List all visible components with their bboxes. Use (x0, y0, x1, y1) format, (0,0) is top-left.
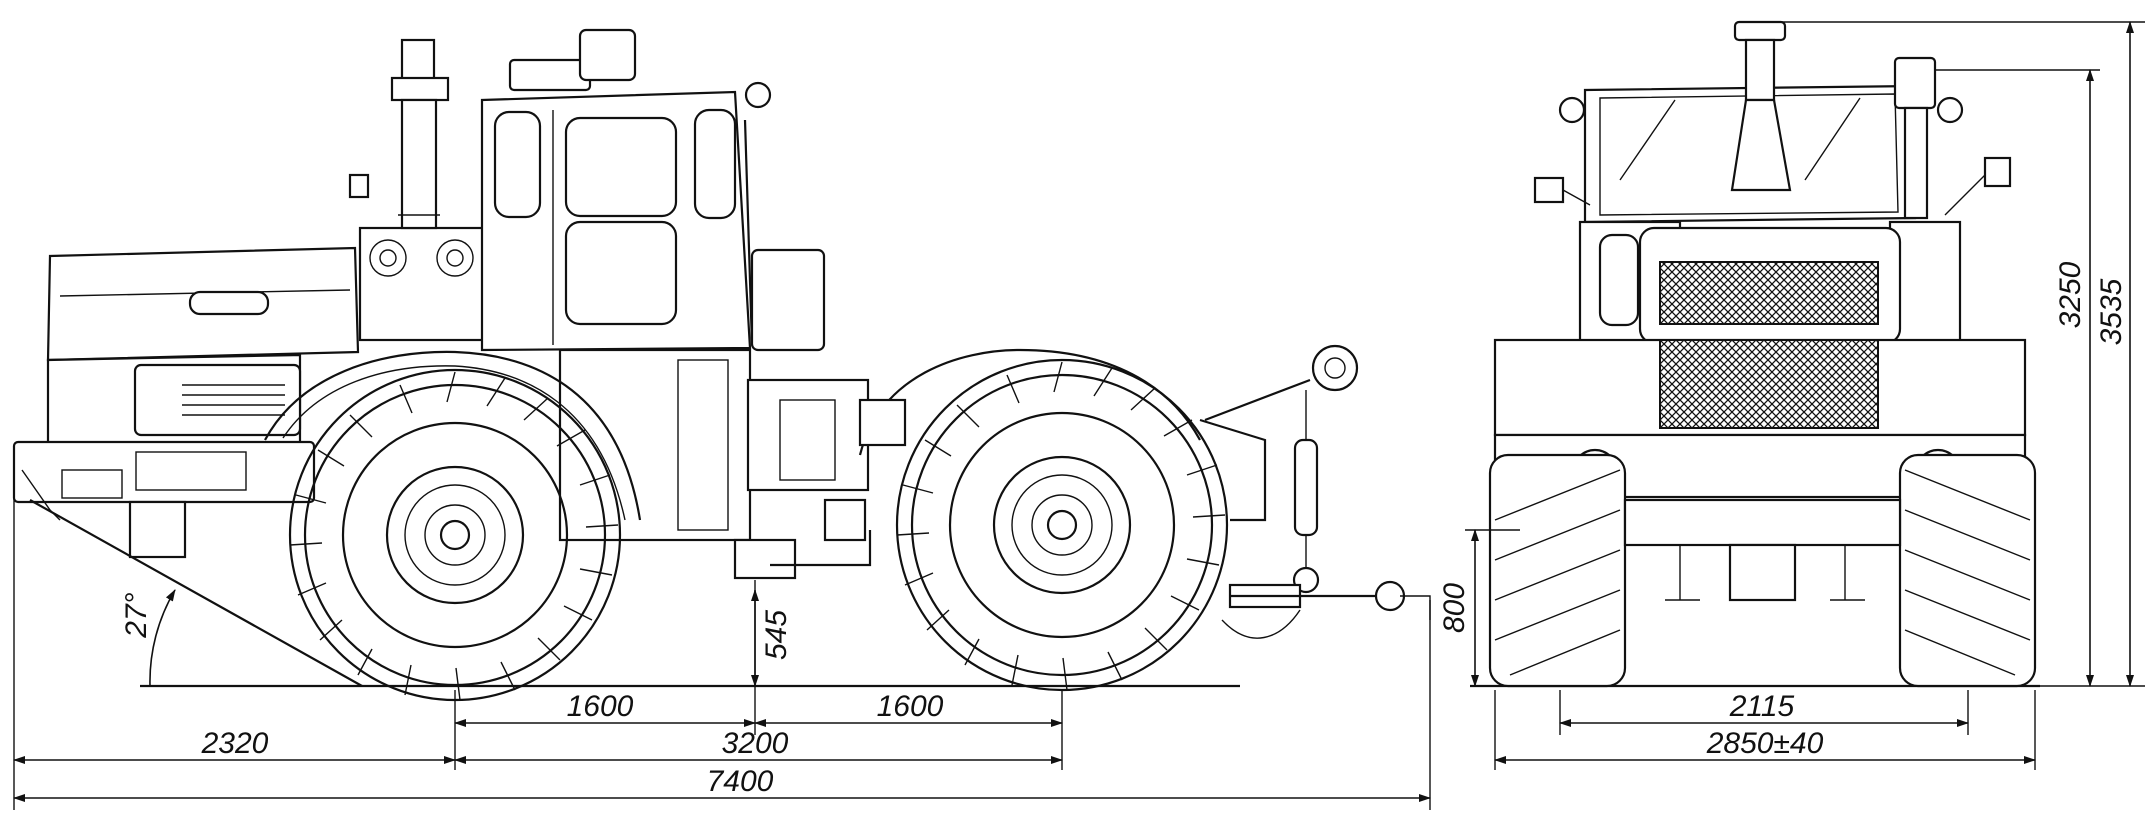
dim-label-cab-height: 3250 (2054, 261, 2087, 328)
dim-label-track-width: 2115 (1729, 690, 1795, 723)
dim-label-wheelbase: 3200 (722, 727, 789, 760)
dim-label-approach-angle: 27° (120, 592, 153, 638)
dim-label-drawbar-height: 800 (1438, 583, 1471, 633)
dim-label-front-overhang: 2320 (201, 727, 269, 760)
dim-label-axle-mid-to-rear: 1600 (877, 690, 944, 723)
tractor-side-view-drawing (12, 28, 1431, 702)
dim-label-overall-width: 2850±40 (1706, 727, 1824, 760)
dim-label-overall-height: 3535 (2095, 278, 2128, 345)
dim-label-overall-length: 7400 (707, 765, 774, 798)
tractor-front-view-drawing (1470, 20, 2040, 688)
dim-label-axle-front-to-mid: 1600 (567, 690, 634, 723)
dim-label-hitch-height: 545 (760, 610, 793, 660)
dimension-lines (13, 21, 2145, 810)
